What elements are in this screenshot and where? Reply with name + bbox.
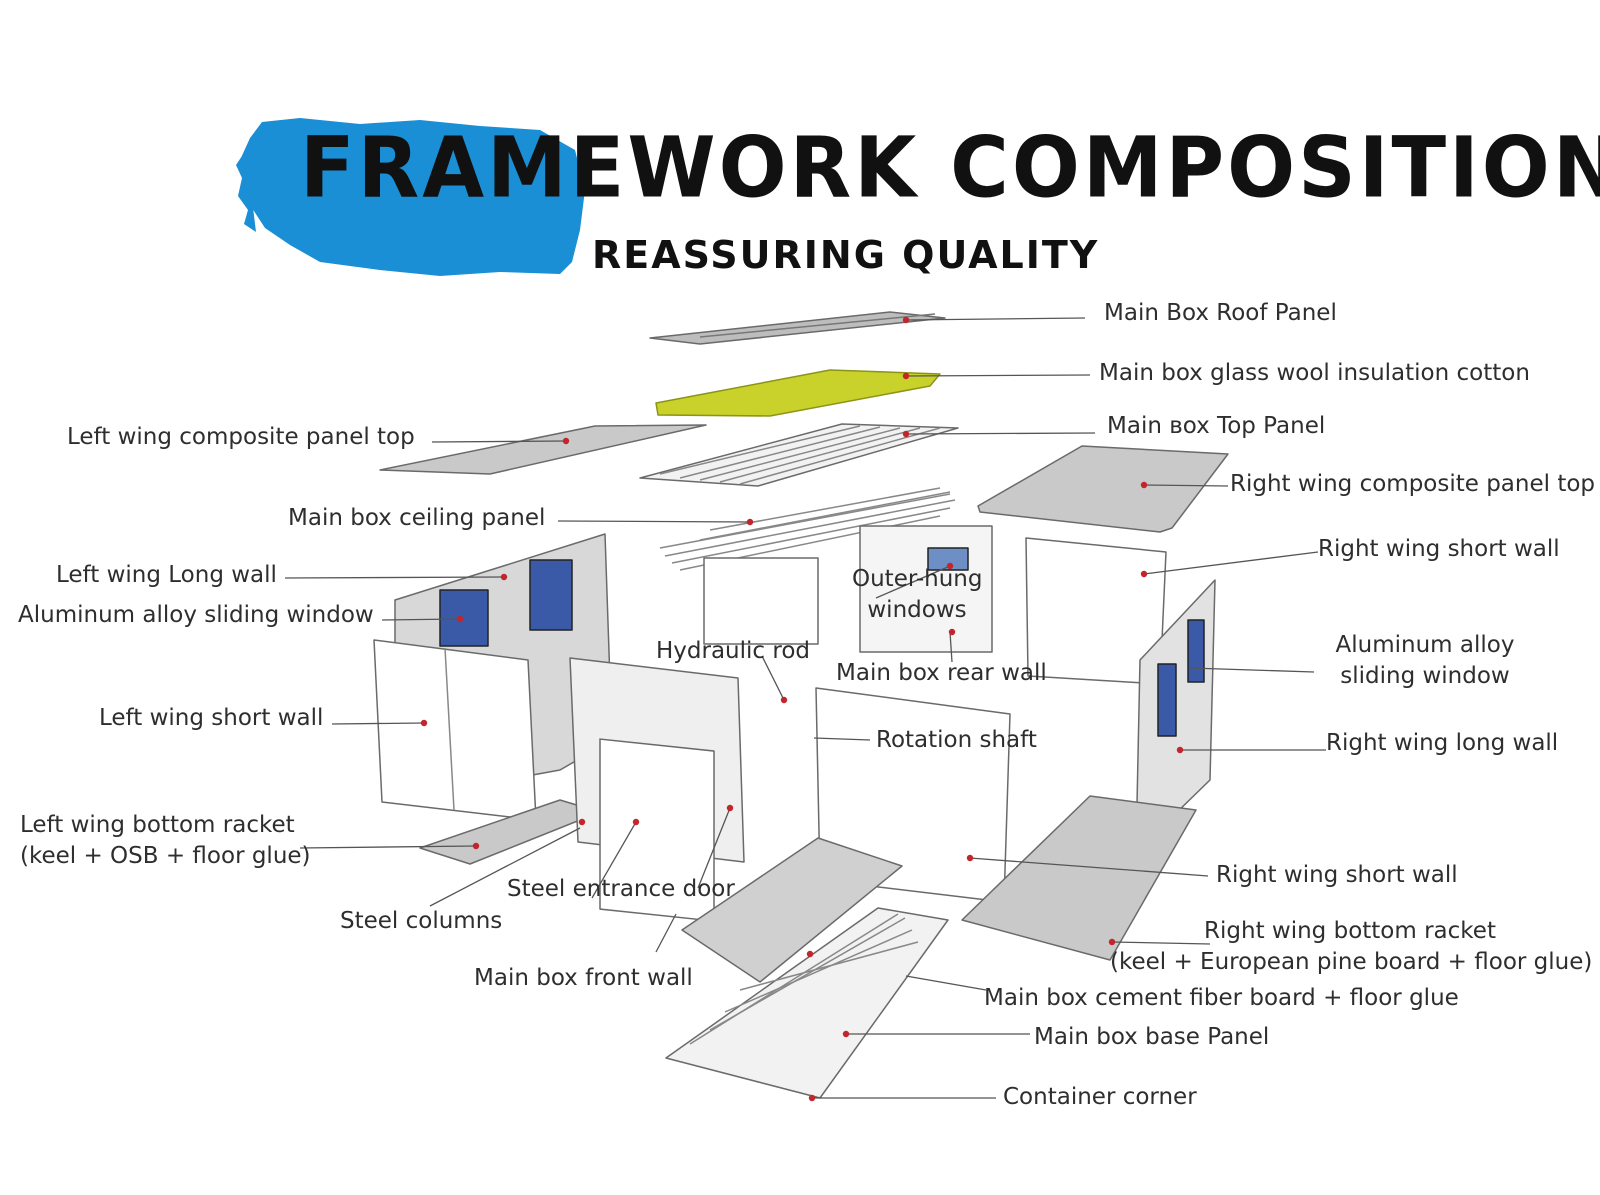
main-box-floor-shape: [681, 837, 903, 983]
label-aluminum-window-left: Aluminum alloy sliding window: [18, 602, 374, 628]
label-aluminum-window-right-line2: sliding window: [1340, 663, 1510, 690]
label-left-wing-bottom-racket-line1: Left wing bottom racket: [20, 812, 295, 838]
label-main-box-ceiling-panel: Main box ceiling panel: [288, 505, 546, 531]
right-wing-bottom-racket-shape: [961, 795, 1197, 961]
marker-dots: [420, 316, 1184, 1102]
page-subtitle: REASSURING QUALITY: [592, 233, 1100, 277]
label-right-wing-bottom-racket-line1: Right wing bottom racket: [1204, 918, 1496, 944]
label-main-box-front-wall: Main box front wall: [474, 965, 693, 991]
brush-stroke-shape: [240, 118, 585, 276]
leader-lines: [284, 317, 1326, 1099]
label-left-wing-composite-top: Left wing composite panel top: [67, 424, 415, 450]
left-wing-top-shape: [379, 424, 707, 475]
steel-entrance-door-shape: [599, 738, 715, 922]
left-wing-short-wall-shape: [373, 639, 537, 821]
main-box-rear-wall-shape: [859, 525, 993, 653]
label-right-wing-long-wall: Right wing long wall: [1326, 730, 1559, 756]
label-rotation-shaft: Rotation shaft: [876, 727, 1037, 753]
label-right-wing-bottom-racket-line2: (keel + European pine board + floor glue…: [1110, 949, 1593, 976]
left-window-frame-2: [529, 559, 573, 631]
base-frame-ribs: [689, 913, 919, 1045]
insulation-shape: [655, 369, 941, 417]
left-window-frame: [439, 589, 489, 647]
label-container-corner: Container corner: [1003, 1084, 1197, 1110]
label-outer-hung-windows-line2: windows: [867, 597, 967, 624]
label-main-box-top-panel: Main вox Top Panel: [1107, 413, 1326, 439]
label-hydraulic-rod: Hydraulic rod: [656, 638, 810, 664]
label-right-wing-short-wall-top: Right wing short wall: [1318, 536, 1560, 562]
page-title: FRAMEWORK COMPOSITION: [300, 118, 1600, 217]
right-window-frame-2: [1187, 619, 1205, 683]
label-outer-hung-windows-line1: Outer-hung: [852, 566, 983, 592]
left-wing-short-wall-seam: [444, 647, 455, 811]
label-right-wing-composite-top: Right wing composite panel top: [1230, 471, 1596, 497]
label-outer-hung-windows: Outer-hung windows: [852, 564, 982, 626]
label-steel-entrance-door: Steel entrance door: [507, 876, 735, 902]
right-wing-top-shape: [977, 445, 1229, 533]
label-left-wing-bottom-racket: Left wing bottom racket (keel + OSB + fl…: [20, 810, 311, 872]
label-left-wing-short-wall: Left wing short wall: [99, 705, 324, 731]
label-right-wing-short-wall-bottom: Right wing short wall: [1216, 862, 1458, 888]
label-aluminum-window-right: Aluminum alloy sliding window: [1320, 630, 1530, 692]
label-left-wing-bottom-racket-line2: (keel + OSB + floor glue): [20, 843, 311, 870]
main-box-side-panel: [703, 557, 819, 645]
label-aluminum-window-right-line1: Aluminum alloy: [1335, 632, 1515, 658]
component-shapes: [373, 311, 1229, 1099]
roof-panel-ridge: [699, 313, 936, 338]
brush-stroke-edge: [236, 150, 256, 232]
main-box-base-frame-shape: [665, 907, 949, 1099]
label-steel-columns: Steel columns: [340, 908, 503, 934]
right-window-frame: [1157, 663, 1177, 737]
label-left-wing-long-wall: Left wing Long wall: [56, 562, 277, 588]
label-right-wing-bottom-racket: Right wing bottom racket (keel + Europea…: [1110, 916, 1593, 978]
label-main-box-base-panel: Main box base Panel: [1034, 1024, 1270, 1050]
label-main-box-rear-wall: Main box rear wall: [836, 660, 1047, 686]
label-main-box-cement-fiber: Main box cement fiber board + floor glue: [984, 985, 1459, 1011]
label-main-box-glass-wool: Main box glass wool insulation cotton: [1099, 360, 1530, 386]
top-panel-ribs: [659, 425, 941, 485]
label-main-box-roof-panel: Main Box Roof Panel: [1104, 300, 1337, 326]
outer-hung-window-frame: [927, 547, 969, 571]
